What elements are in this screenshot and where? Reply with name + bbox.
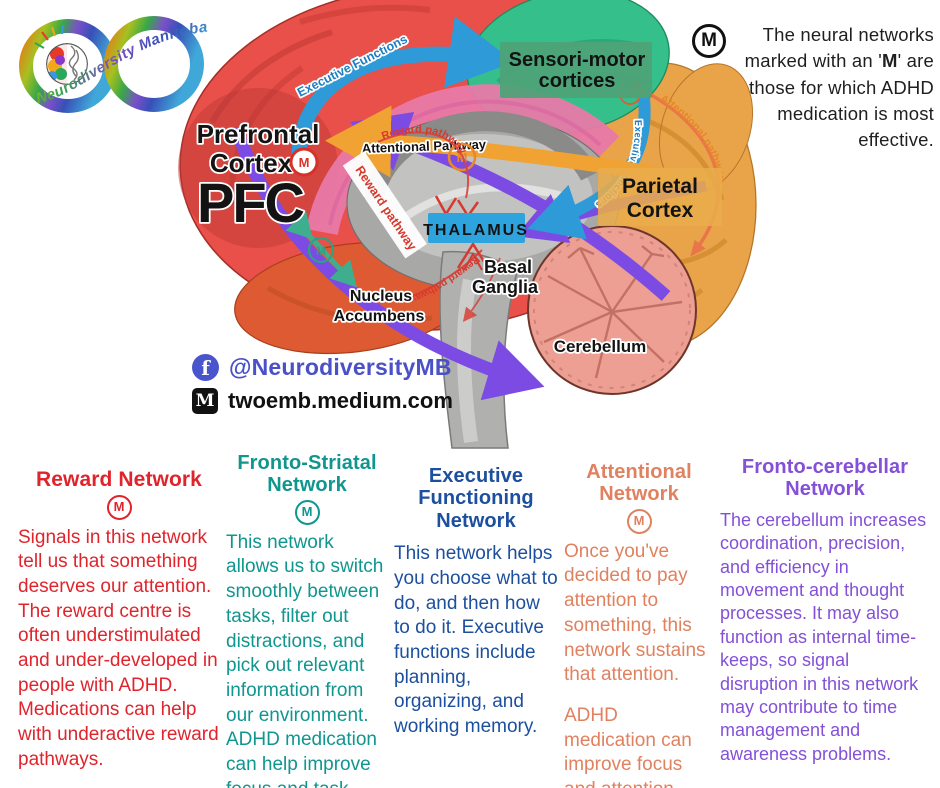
nucleus-accumbens-label: Nucleus: [350, 288, 412, 305]
svg-text:Cortex: Cortex: [210, 148, 293, 178]
executive-functioning-title: Executive Functioning Network: [418, 465, 534, 532]
medication-note-text: The neural networks marked with an 'M' a…: [744, 24, 934, 151]
prefrontal-cortex-label: Prefrontal: [197, 119, 320, 149]
thalamus-label-box: [428, 213, 525, 243]
pfc-label: PFC: [197, 171, 304, 234]
medication-marker-icon: M: [294, 499, 320, 525]
medium-link[interactable]: M twoemb.medium.com: [192, 388, 453, 414]
cerebellum-label: Cerebellum: [554, 337, 647, 356]
medication-note: M The neural networks marked with an 'M'…: [692, 22, 934, 153]
basal-ganglia-label: Basal: [484, 257, 532, 277]
svg-text:cortices: cortices: [539, 70, 616, 92]
neurodiversity-manitoba-logo: Neurodiversity Manitoba: [19, 16, 208, 113]
fronto-striatal-title: Fronto-Striatal Network: [237, 452, 377, 497]
executive-functioning-text: This network helps you choose what to do…: [394, 543, 558, 737]
brain-diagram: Executive Functions Executive Functions …: [178, 0, 757, 449]
medium-handle: twoemb.medium.com: [228, 388, 453, 413]
medication-marker-icon: [307, 236, 335, 264]
thalamus-label: THALAMUS: [423, 222, 529, 239]
fronto-striatal-text: This network allows us to switch smoothl…: [226, 531, 384, 788]
attentional-network-text-2: ADHD medication can improve focus and at…: [564, 704, 692, 788]
svg-text:M: M: [299, 155, 310, 170]
medication-marker-icon: [289, 147, 319, 177]
executive-functioning-column: Executive Functioning Network This netwo…: [394, 452, 558, 788]
attentional-network-text-1: Once you've decided to pay attention to …: [564, 540, 706, 686]
svg-text:M: M: [316, 244, 326, 258]
logo-brain-icon: [46, 43, 88, 85]
reward-network-title: Reward Network: [36, 468, 202, 491]
fronto-cerebellar-column: Fronto-cerebellar Network The cerebellum…: [720, 452, 930, 788]
medium-icon: M: [192, 388, 218, 414]
parietal-cortex-label: Parietal: [622, 175, 698, 198]
medication-marker-icon: M: [626, 508, 652, 534]
reward-network-column: Reward Network M Signals in this network…: [18, 452, 220, 788]
medication-marker-icon: [447, 142, 477, 172]
facebook-link[interactable]: f @NeurodiversityMB: [192, 354, 453, 381]
fronto-striatal-column: Fronto-Striatal Network M This network a…: [226, 452, 388, 788]
medication-marker-icon: M: [106, 494, 132, 520]
fronto-cerebellar-title: Fronto-cerebellar Network: [741, 456, 909, 501]
network-descriptions: Reward Network M Signals in this network…: [0, 452, 940, 788]
cerebellum-region: [527, 225, 697, 395]
fronto-cerebellar-text: The cerebellum increases coordination, p…: [720, 509, 927, 764]
reward-network-text: Signals in this network tell us that som…: [18, 526, 219, 770]
brain-labels: Prefrontal Cortex PFC M Sensori-motor co…: [195, 42, 722, 358]
attentional-pathway-label: Attentional Pathway: [362, 137, 487, 156]
svg-text:Accumbens: Accumbens: [334, 308, 425, 325]
svg-text:Cortex: Cortex: [627, 199, 694, 222]
social-links: f @NeurodiversityMB M twoemb.medium.com: [192, 354, 453, 421]
svg-text:Ganglia: Ganglia: [472, 277, 539, 297]
sensorimotor-label-box: [500, 42, 652, 98]
medication-marker-icon: M: [692, 24, 726, 58]
parietal-label-box: [598, 168, 722, 226]
facebook-handle: @NeurodiversityMB: [229, 354, 452, 380]
attentional-network-column: Attentional Network M Once you've decide…: [564, 452, 714, 788]
attentional-network-title: Attentional Network: [586, 461, 692, 506]
logo-burst: [34, 24, 64, 49]
fronto-striatal-pathway-arrow: M: [285, 211, 357, 288]
facebook-icon: f: [192, 354, 219, 381]
sensorimotor-label: Sensori-motor: [509, 49, 646, 71]
